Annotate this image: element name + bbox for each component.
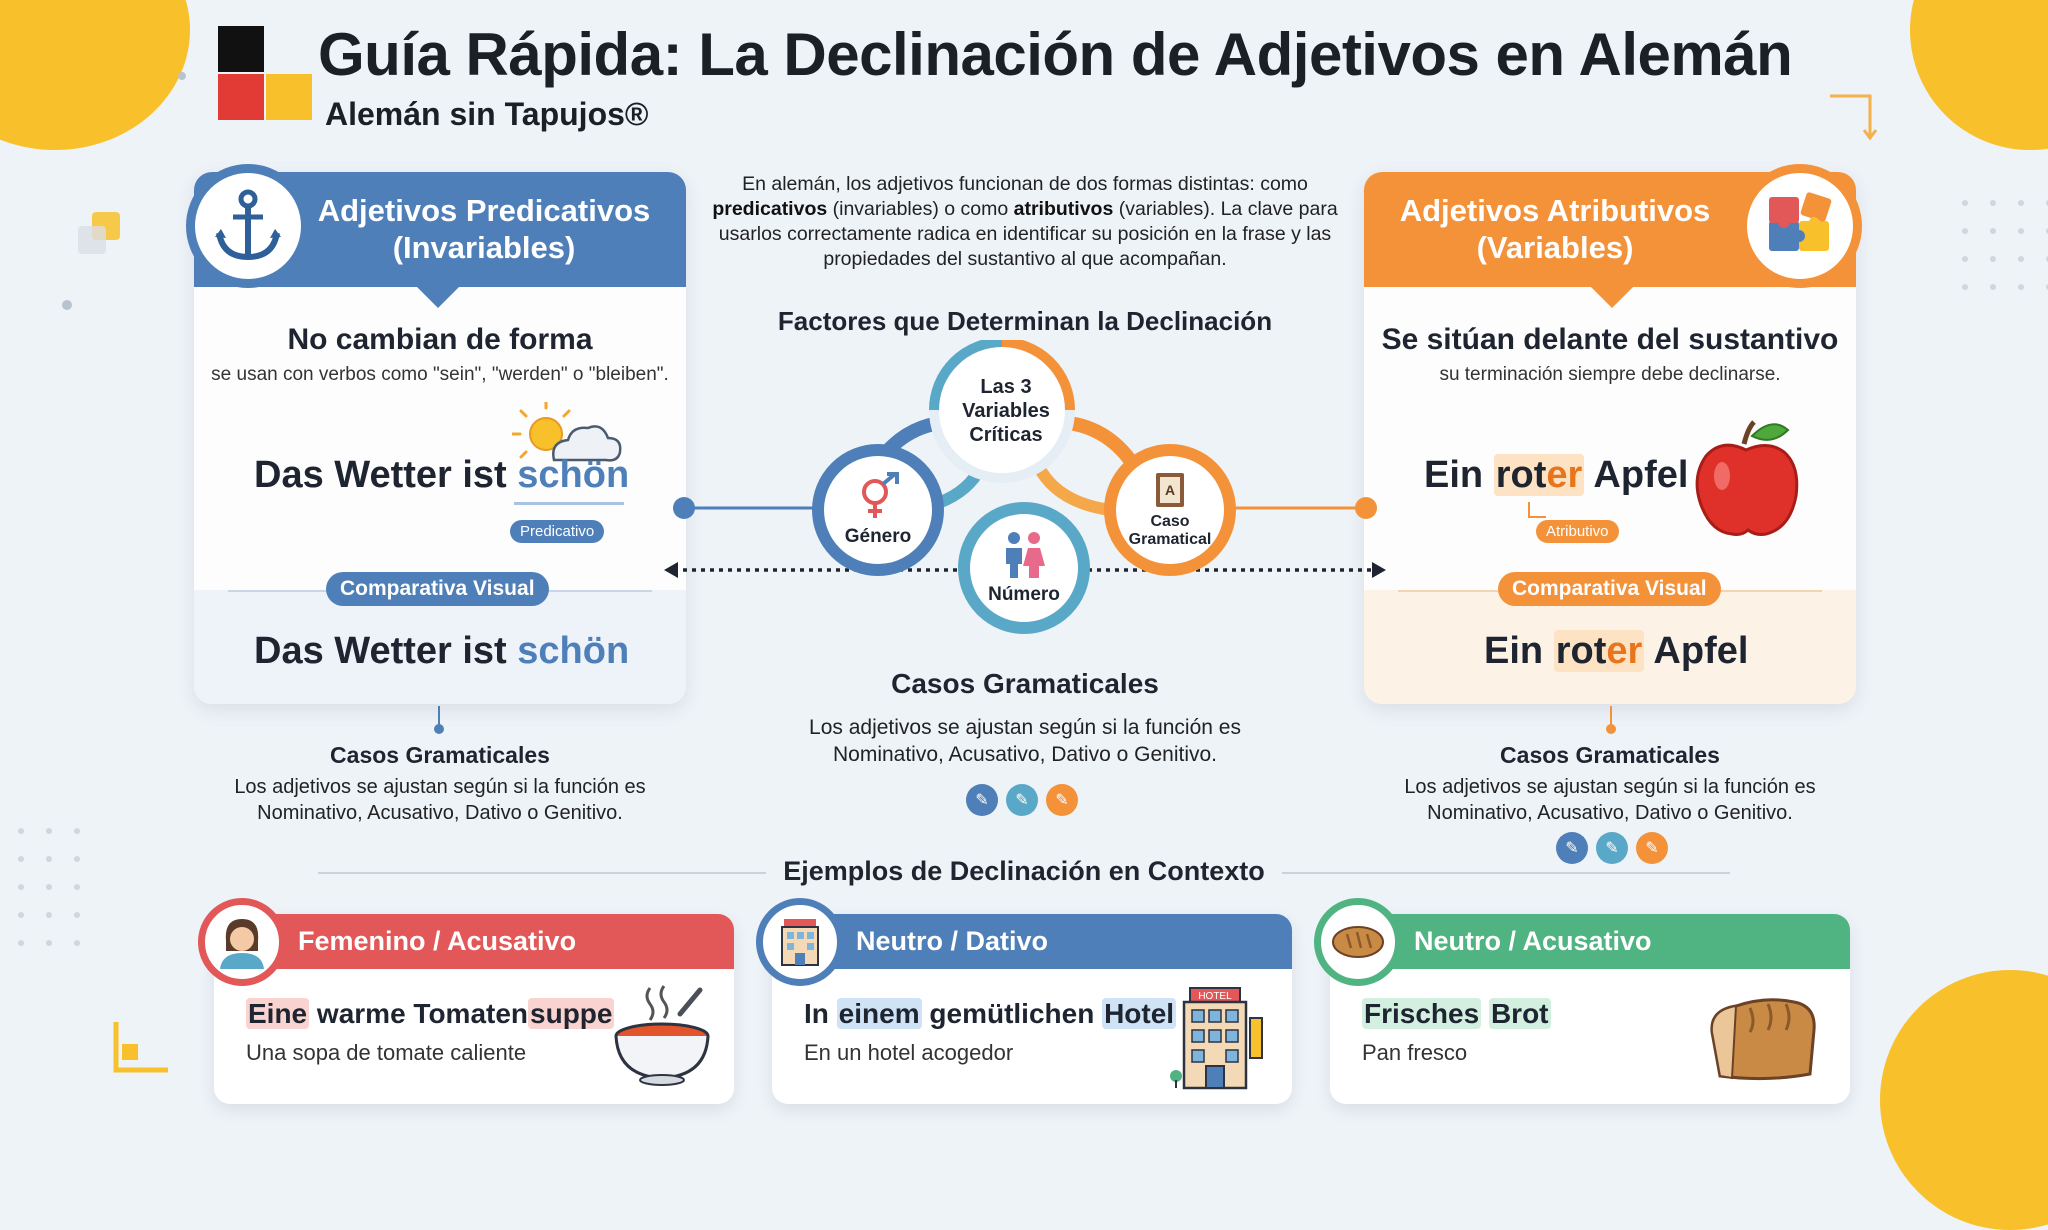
decor-dot-grid-right <box>1962 200 2048 290</box>
decor-yellow-circle-top-right <box>1910 0 2048 150</box>
predicative-description: se usan con verbos como "sein", "werden"… <box>211 364 669 385</box>
connector-right-dot <box>1355 497 1377 519</box>
example-1-spanish: Una sopa de tomate caliente <box>246 1040 527 1065</box>
decor-corner-arrow-top-right <box>1830 94 1878 141</box>
brand-logo <box>218 26 314 122</box>
hotel-building-icon: HOTEL <box>1170 987 1263 1090</box>
example-3-spanish: Pan fresco <box>1362 1040 1468 1065</box>
examples-rule-left <box>318 872 766 874</box>
example-3-german: Frisches Brot <box>1362 998 1551 1029</box>
predicative-connector-dot <box>434 724 444 734</box>
attributive-headline: Se sitúan delante del sustantivo <box>1381 323 1839 356</box>
predicative-casos-text: Los adjetivos se ajustan según si la fun… <box>234 776 646 824</box>
attributive-example: Ein roter Apfel <box>1424 454 1689 496</box>
attributive-compare-label: Comparativa Visual <box>1498 572 1721 606</box>
center-casos-title: Casos Gramaticales <box>891 668 1159 699</box>
gender-symbols-icon <box>862 472 899 518</box>
example-card-feminine-accusative: Femenino / Acusativo Eine warme Tomatens… <box>214 914 734 1104</box>
case-icon-2-right: ✎ <box>1596 832 1628 864</box>
attributive-compare-example: Ein roter Apfel <box>1484 630 1749 672</box>
case-icon-3-right: ✎ <box>1636 832 1668 864</box>
apple-icon <box>1695 420 1799 536</box>
example-1-category: Femenino / Acusativo <box>298 926 577 956</box>
page-title: Guía Rápida: La Declinación de Adjetivos… <box>318 21 1793 88</box>
decor-dot-top <box>178 72 186 80</box>
woman-avatar-icon <box>220 919 264 969</box>
hub-node-3-variables: Las 3 Variables Críticas <box>962 376 1050 446</box>
predicative-title-line2: (Invariables) <box>392 230 576 265</box>
predicative-title-line1: Adjetivos Predicativos <box>317 193 651 228</box>
attributive-connector-down <box>1610 706 1612 732</box>
decor-dot-left <box>62 300 72 310</box>
example-2-spanish: En un hotel acogedor <box>804 1040 1014 1065</box>
decor-dot-grid-left <box>18 828 80 946</box>
example-1-badge <box>198 898 286 986</box>
predicative-example-adjective: schön <box>517 454 630 496</box>
factors-diagram <box>664 340 1386 634</box>
decor-corner-bottom-left <box>113 1022 168 1073</box>
example-card-neuter-dative: Neutro / Dativo In einem gemütlichen Hot… <box>772 914 1292 1104</box>
node-caso-gramatical: A Caso Gramatical <box>1118 458 1222 562</box>
case-icon-1-right: ✎ <box>1556 832 1588 864</box>
people-icon <box>1006 532 1045 578</box>
decor-yellow-circle-top-left <box>0 0 190 150</box>
predicative-compare-label: Comparativa Visual <box>326 572 549 606</box>
puzzle-icon <box>1769 192 1832 251</box>
examples-section-title: Ejemplos de Declinación en Contexto <box>783 856 1265 886</box>
attributive-tag-connector <box>1528 502 1546 518</box>
factors-title: Factores que Determinan la Declinación <box>777 306 1273 336</box>
predicative-compare-example: Das Wetter ist schön <box>254 630 630 672</box>
hotel-icon <box>781 919 819 966</box>
anchor-icon <box>215 189 281 261</box>
example-3-badge <box>1314 898 1402 986</box>
predicative-header-pointer <box>416 286 460 308</box>
example-2-category: Neutro / Dativo <box>856 926 1049 956</box>
attributive-connector-dot <box>1606 724 1616 734</box>
attributive-header-pointer <box>1590 286 1634 308</box>
attributive-title-line2: (Variables) <box>1476 230 1634 265</box>
svg-text:HOTEL: HOTEL <box>1198 991 1232 1002</box>
predicative-connector-down <box>438 706 440 732</box>
example-3-category: Neutro / Acusativo <box>1414 926 1652 956</box>
svg-text:A: A <box>1165 482 1175 498</box>
case-icon-1-center: ✎ <box>966 784 998 816</box>
bread-icon <box>1332 926 1384 958</box>
brand-subtitle: Alemán sin Tapujos® <box>325 96 649 132</box>
center-casos-text: Los adjetivos se ajustan según si la fun… <box>809 716 1241 766</box>
predicative-casos-title: Casos Gramaticales <box>330 742 550 768</box>
soup-bowl-icon <box>614 985 710 1086</box>
example-card-neuter-accusative: Neutro / Acusativo Frisches Brot Pan fre… <box>1330 914 1850 1104</box>
attributive-tag: Atributivo <box>1536 520 1619 543</box>
attributive-badge <box>1738 164 1862 288</box>
node-genero: Género <box>826 458 930 562</box>
decor-yellow-circle-bottom-right <box>1880 970 2048 1230</box>
book-icon: A <box>1156 473 1184 507</box>
intro-paragraph: En alemán, los adjetivos funcionan de do… <box>712 173 1338 270</box>
predicative-tag: Predicativo <box>510 520 605 543</box>
predicative-example-underline <box>514 502 624 505</box>
decor-squares-left <box>78 212 120 254</box>
examples-rule-right <box>1282 872 1730 874</box>
attributive-description: su terminación siempre debe declinarse. <box>1439 364 1781 385</box>
attributive-title-line1: Adjetivos Atributivos <box>1399 193 1711 228</box>
example-2-german: In einem gemütlichen Hotel <box>804 998 1177 1029</box>
connector-left-dot <box>673 497 695 519</box>
attributive-example-ending: er <box>1546 454 1583 496</box>
predicative-badge <box>186 164 310 288</box>
case-icon-2-center: ✎ <box>1006 784 1038 816</box>
node-numero: Número <box>972 516 1076 620</box>
example-2-badge <box>756 898 844 986</box>
attributive-casos-title: Casos Gramaticales <box>1500 742 1720 768</box>
case-icon-3-center: ✎ <box>1046 784 1078 816</box>
bread-loaf-icon <box>1710 998 1816 1081</box>
attributive-casos-text: Los adjetivos se ajustan según si la fun… <box>1404 776 1816 824</box>
predicative-example: Das Wetter ist schön <box>254 454 630 496</box>
predicative-headline: No cambian de forma <box>287 323 593 356</box>
example-1-german: Eine warme Tomatensuppe <box>246 998 615 1029</box>
sun-cloud-icon <box>512 402 622 462</box>
